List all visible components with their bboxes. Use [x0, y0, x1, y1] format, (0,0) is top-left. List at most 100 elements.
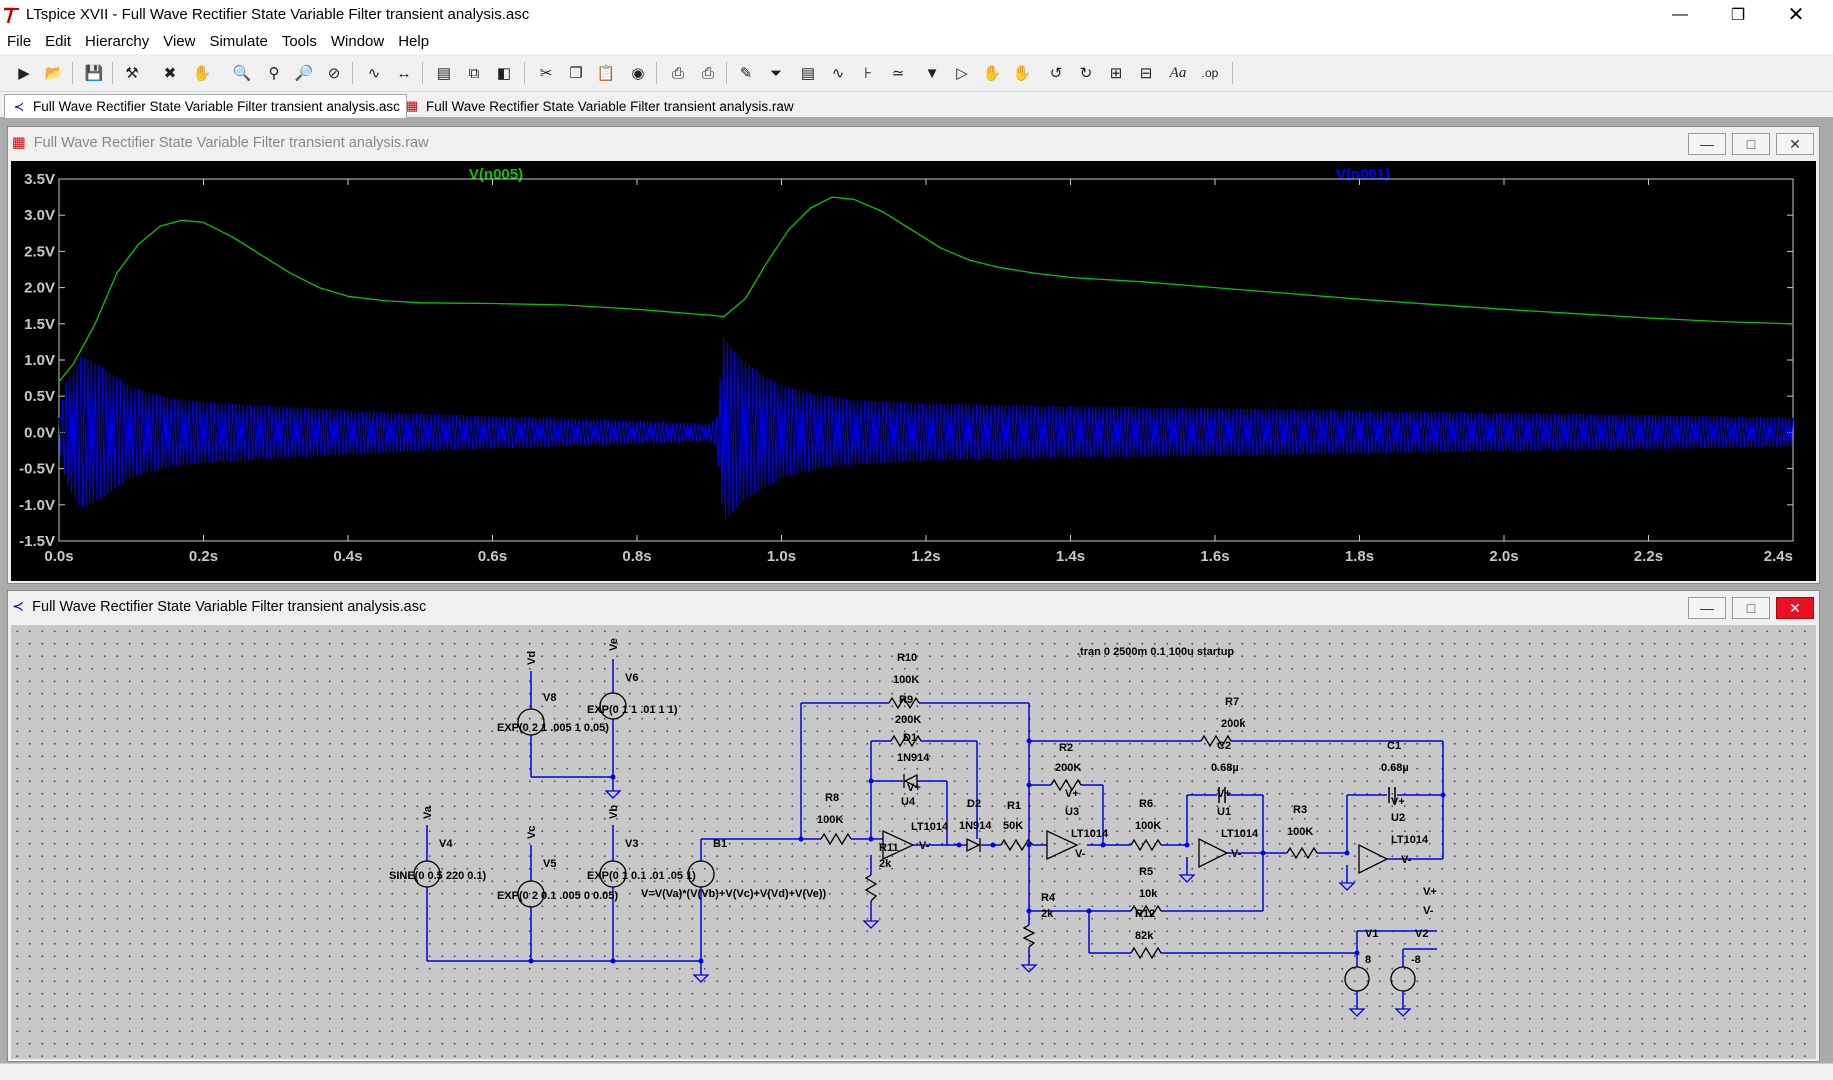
- rotate-icon[interactable]: ⊞: [1109, 65, 1123, 82]
- resistor-icon[interactable]: ∿: [831, 65, 845, 82]
- save-icon[interactable]: 💾: [84, 65, 104, 82]
- redo-icon[interactable]: ↻: [1079, 65, 1093, 82]
- waveform-minimize-button[interactable]: —: [1688, 133, 1726, 155]
- schematic-window: ≺ Full Wave Rectifier State Variable Fil…: [7, 590, 1820, 1062]
- series-vn001: [58, 338, 1794, 521]
- print-setup-icon[interactable]: ⎙: [671, 64, 684, 82]
- title-bar: LTspice XVII - Full Wave Rectifier State…: [0, 0, 1833, 29]
- u4-vplus: V+: [907, 782, 921, 794]
- value-r12: 82k: [1135, 930, 1154, 942]
- cut-icon[interactable]: ✂: [539, 65, 553, 82]
- ground-icon[interactable]: ⏷: [769, 64, 782, 82]
- run-halt-icon[interactable]: ✖: [163, 65, 177, 82]
- label-r6: R6: [1139, 798, 1153, 810]
- label-r10: R10: [897, 652, 917, 664]
- pan-icon[interactable]: ✋: [192, 65, 212, 82]
- schematic-maximize-button[interactable]: □: [1732, 597, 1770, 619]
- minimize-button[interactable]: —: [1651, 0, 1709, 29]
- menu-simulate[interactable]: Simulate: [209, 33, 268, 50]
- mirror-icon[interactable]: ⊟: [1139, 65, 1153, 82]
- label-r8: R8: [825, 792, 839, 804]
- x-tick-label: 0.6s: [478, 548, 507, 565]
- wire-icon[interactable]: ✎: [739, 65, 753, 82]
- schematic-drawing[interactable]: .tran 0 2500m 0.1 100u startup R10 100K …: [11, 625, 1816, 1059]
- value-r4: 2k: [1041, 908, 1054, 920]
- tab-schematic-label: Full Wave Rectifier State Variable Filte…: [33, 99, 400, 114]
- menu-file[interactable]: File: [7, 33, 32, 50]
- status-bar: [0, 1063, 1833, 1080]
- x-tick-label: 0.2s: [189, 548, 218, 565]
- value-r1: 50K: [1003, 820, 1023, 832]
- plot-icon[interactable]: ∿: [367, 65, 381, 82]
- trace-label-vn001[interactable]: V(n001): [1336, 166, 1390, 183]
- menu-help[interactable]: Help: [398, 33, 430, 50]
- y-tick-label: 1.5V: [24, 316, 55, 333]
- component-icon[interactable]: ▷: [956, 65, 968, 82]
- spice-directive[interactable]: .tran 0 2500m 0.1 100u startup: [1077, 646, 1234, 658]
- net-label-ve: Ve: [608, 638, 620, 651]
- find-icon[interactable]: ◉: [631, 65, 645, 82]
- close-button[interactable]: ✕: [1767, 0, 1825, 29]
- waveform-window-title-bar: ▦ Full Wave Rectifier State Variable Fil…: [8, 127, 1819, 159]
- schematic-sources: [413, 692, 1416, 992]
- zoom-out-icon[interactable]: 🔎: [294, 65, 314, 82]
- label-v4: V4: [439, 838, 453, 850]
- spice-directive-icon[interactable]: .op: [1201, 66, 1219, 80]
- text-icon[interactable]: Aa: [1169, 64, 1187, 81]
- menu-window[interactable]: Window: [330, 33, 385, 50]
- label-v1: V1: [1365, 928, 1378, 940]
- menu-edit[interactable]: Edit: [45, 33, 72, 50]
- tab-waveform[interactable]: ▦ Full Wave Rectifier State Variable Fil…: [398, 94, 800, 118]
- restore-button[interactable]: ❐: [1709, 0, 1767, 29]
- menu-hierarchy[interactable]: Hierarchy: [85, 33, 150, 50]
- paste-icon[interactable]: 📋: [596, 65, 616, 82]
- tab-schematic[interactable]: ≺ Full Wave Rectifier State Variable Fil…: [4, 94, 407, 118]
- waveform-maximize-button[interactable]: □: [1732, 133, 1770, 155]
- value-v1: 8: [1365, 954, 1371, 966]
- waveform-icon: ▦: [405, 98, 419, 113]
- y-tick-label: 0.5V: [24, 388, 55, 405]
- control-panel-icon[interactable]: ⚒: [125, 65, 139, 82]
- waveform-window-title: Full Wave Rectifier State Variable Filte…: [33, 135, 429, 151]
- diode-icon[interactable]: ▼: [924, 64, 940, 82]
- cascade-icon[interactable]: ⧉: [468, 64, 480, 82]
- x-tick-label: 0.8s: [622, 548, 651, 565]
- y-tick-label: 2.5V: [24, 243, 55, 260]
- tile-vert-icon[interactable]: ◧: [496, 65, 512, 82]
- undo-icon[interactable]: ↺: [1049, 65, 1063, 82]
- label-icon[interactable]: ▤: [800, 65, 816, 82]
- v1-net-vplus: V+: [1423, 886, 1437, 898]
- menu-bar: File Edit Hierarchy View Simulate Tools …: [0, 29, 1833, 54]
- copy-icon[interactable]: ❐: [569, 65, 583, 82]
- autorange-icon[interactable]: ↔: [396, 64, 412, 82]
- schematic-minimize-button[interactable]: —: [1688, 597, 1726, 619]
- net-label-va: Va: [422, 805, 434, 819]
- inductor-icon[interactable]: ≃: [891, 65, 905, 82]
- label-r11: R11: [879, 842, 899, 854]
- drag-icon[interactable]: ✋: [1012, 65, 1032, 82]
- u2-vminus: V-: [1401, 854, 1412, 866]
- trace-label-vn005[interactable]: V(n005): [469, 166, 523, 183]
- schematic-canvas[interactable]: .tran 0 2500m 0.1 100u startup R10 100K …: [11, 625, 1816, 1059]
- move-icon[interactable]: ✋: [982, 65, 1002, 82]
- value-v3: EXP(0 1 0.1 .01 .05 1): [587, 870, 696, 882]
- run-icon[interactable]: ▶: [18, 65, 30, 82]
- tile-horiz-icon[interactable]: ▤: [436, 65, 452, 82]
- capacitor-icon[interactable]: ⊦: [864, 65, 872, 82]
- menu-view[interactable]: View: [163, 33, 196, 50]
- value-r10: 100K: [893, 674, 919, 686]
- open-icon[interactable]: 📂: [44, 65, 64, 82]
- schematic-close-button[interactable]: ✕: [1776, 597, 1814, 619]
- label-u2: U2: [1391, 812, 1405, 824]
- zoom-cancel-icon[interactable]: ⊘: [327, 65, 341, 82]
- zoom-fit-icon[interactable]: ⚲: [268, 65, 280, 82]
- print-icon[interactable]: ⎙: [701, 64, 714, 82]
- menu-tools[interactable]: Tools: [281, 33, 317, 50]
- document-tab-bar: ≺ Full Wave Rectifier State Variable Fil…: [0, 92, 1833, 118]
- value-v4: SINE(0 0.5 220 0.1): [389, 870, 487, 882]
- waveform-close-button[interactable]: ✕: [1776, 133, 1814, 155]
- zoom-in-icon[interactable]: 🔍: [232, 65, 252, 82]
- value-v5: EXP(0 2 0.1 .005 0 0.05): [497, 890, 618, 902]
